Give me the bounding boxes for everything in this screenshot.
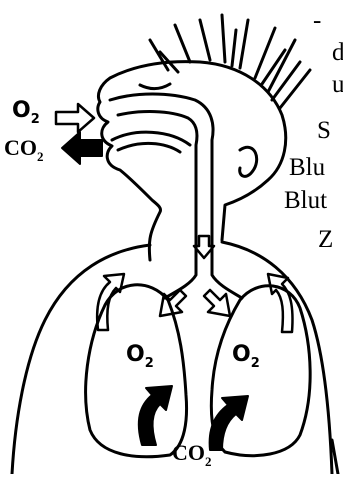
ear (240, 147, 257, 176)
co2-bottom-label: CO2 (172, 442, 212, 468)
left-lung (86, 285, 187, 457)
side-text-line-4: S (317, 118, 331, 143)
side-text-line-5: Blu (289, 155, 325, 180)
bronchi-arrow-right-icon (204, 290, 230, 316)
side-text-line-7: Z (318, 227, 333, 252)
eye (140, 84, 170, 89)
lung-out-arrow-left-icon (97, 274, 124, 330)
side-text-line-3: u (332, 72, 343, 97)
co2-out-arrow-icon (62, 132, 102, 164)
co2-exhale-label: CO2 (4, 137, 44, 163)
o2-in-arrow-icon (56, 104, 94, 132)
lung-out-arrow-right-icon (268, 274, 293, 332)
mouth-cavity (112, 132, 190, 152)
trachea (165, 255, 242, 298)
side-text-line-6: Blut (284, 188, 327, 213)
o2-left-lung-label: O2 (126, 344, 154, 370)
co2-in-arrow-right-icon (210, 396, 248, 450)
side-text-line-2: d (332, 40, 343, 65)
o2-inhale-label: O2 (12, 100, 40, 126)
co2-in-arrow-left-icon (139, 386, 172, 445)
right-lung (211, 286, 310, 456)
o2-right-lung-label: O2 (232, 344, 260, 370)
side-text-line-1: - (313, 8, 321, 33)
